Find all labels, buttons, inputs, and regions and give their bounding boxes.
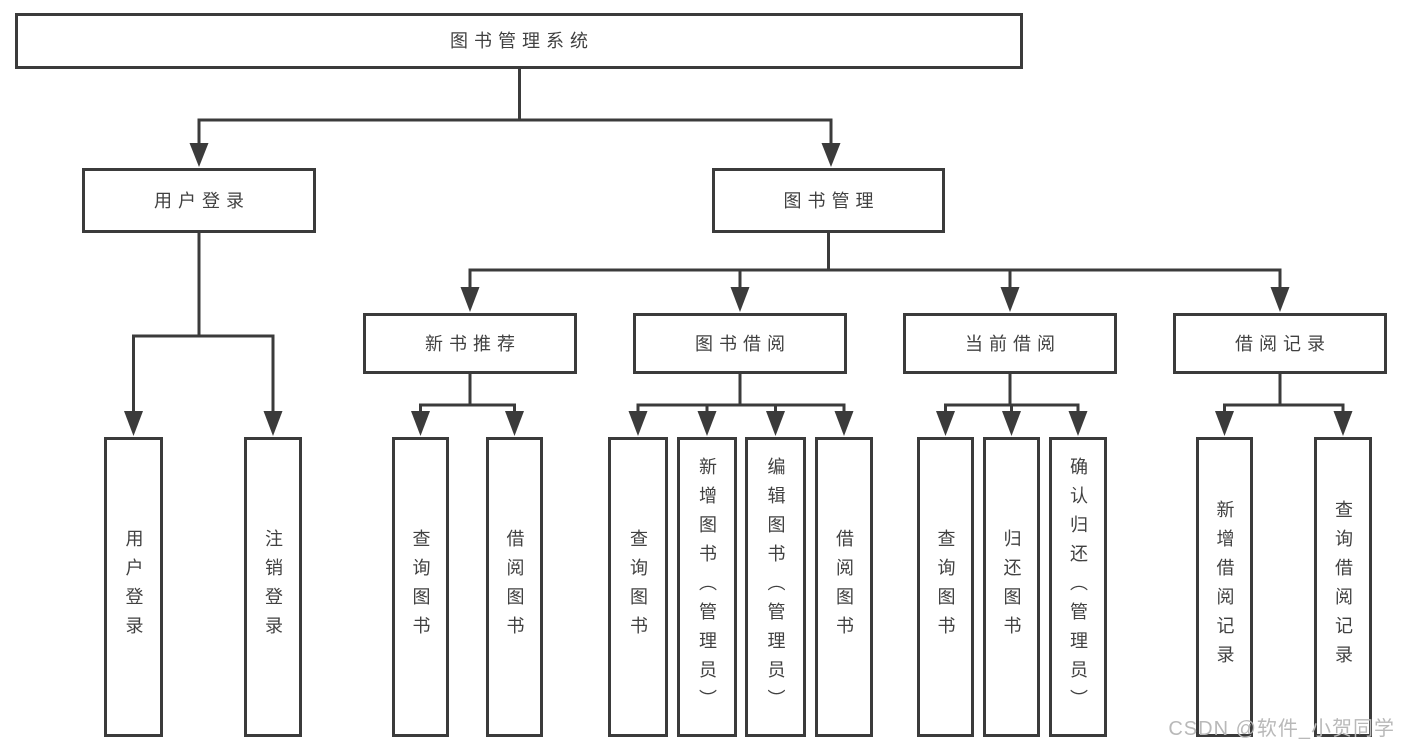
node-root-system: 图书管理系统 bbox=[15, 13, 1023, 69]
node-leaf-user-login-label: 用户登录 bbox=[123, 529, 144, 645]
node-current-borrowing-label: 当前借阅 bbox=[965, 333, 1061, 354]
node-leaf-query-borrow-record-label: 查询借阅记录 bbox=[1333, 500, 1353, 674]
node-leaf-query-books-current-label: 查询图书 bbox=[935, 529, 956, 645]
node-leaf-user-login: 用户登录 bbox=[104, 437, 163, 737]
node-user-login-module: 用户登录 bbox=[82, 168, 316, 233]
node-user-login-label: 用户登录 bbox=[154, 190, 250, 211]
node-leaf-query-borrow-record: 查询借阅记录 bbox=[1314, 437, 1372, 737]
node-leaf-borrow-books-recommend: 借阅图书 bbox=[486, 437, 543, 737]
node-leaf-edit-books-admin-label: 编辑图书（管理员） bbox=[765, 456, 786, 718]
node-borrowing-records-label: 借阅记录 bbox=[1235, 333, 1331, 354]
node-leaf-query-books-borrow-label: 查询图书 bbox=[628, 529, 648, 645]
node-leaf-add-books-admin: 新增图书（管理员） bbox=[677, 437, 737, 737]
node-leaf-query-books-borrow: 查询图书 bbox=[608, 437, 668, 737]
node-current-borrowing: 当前借阅 bbox=[903, 313, 1117, 374]
node-new-book-recommend-label: 新书推荐 bbox=[425, 333, 521, 354]
node-leaf-edit-books-admin: 编辑图书（管理员） bbox=[745, 437, 806, 737]
node-leaf-query-books-recommend-label: 查询图书 bbox=[410, 529, 431, 645]
node-leaf-borrow-books-label: 借阅图书 bbox=[834, 529, 854, 645]
connector-book-borrow-branch bbox=[636, 403, 846, 413]
node-book-borrowing: 图书借阅 bbox=[633, 313, 847, 374]
node-leaf-add-borrow-record: 新增借阅记录 bbox=[1196, 437, 1253, 737]
csdn-watermark: CSDN @软件_小贺同学 bbox=[1168, 718, 1395, 740]
node-leaf-add-borrow-record-label: 新增借阅记录 bbox=[1214, 500, 1235, 674]
node-leaf-query-books-recommend: 查询图书 bbox=[392, 437, 449, 737]
node-book-borrowing-label: 图书借阅 bbox=[695, 333, 791, 354]
node-leaf-confirm-return-admin: 确认归还（管理员） bbox=[1049, 437, 1107, 737]
node-new-book-recommend: 新书推荐 bbox=[363, 313, 577, 374]
connector-user-login-branch bbox=[132, 334, 275, 412]
node-leaf-borrow-books-recommend-label: 借阅图书 bbox=[504, 529, 525, 645]
node-leaf-return-books: 归还图书 bbox=[983, 437, 1040, 737]
node-book-management-label: 图书管理 bbox=[783, 190, 880, 211]
connector-root-branch bbox=[197, 118, 833, 144]
connector-book-mgmt-branch bbox=[468, 268, 1282, 288]
node-leaf-logout: 注销登录 bbox=[244, 437, 302, 737]
node-leaf-add-books-admin-label: 新增图书（管理员） bbox=[697, 456, 717, 718]
connector-new-book-branch bbox=[419, 403, 516, 413]
node-leaf-query-books-current: 查询图书 bbox=[917, 437, 974, 737]
node-leaf-logout-label: 注销登录 bbox=[263, 529, 283, 645]
arrowheads bbox=[124, 143, 1353, 436]
node-leaf-confirm-return-admin-label: 确认归还（管理员） bbox=[1068, 456, 1088, 718]
node-leaf-borrow-books: 借阅图书 bbox=[815, 437, 873, 737]
node-borrowing-records: 借阅记录 bbox=[1173, 313, 1387, 374]
node-leaf-return-books-label: 归还图书 bbox=[1001, 529, 1022, 645]
node-root-label: 图书管理系统 bbox=[450, 31, 594, 51]
connector-borrow-records-branch bbox=[1223, 403, 1345, 413]
node-book-management-module: 图书管理 bbox=[712, 168, 945, 233]
